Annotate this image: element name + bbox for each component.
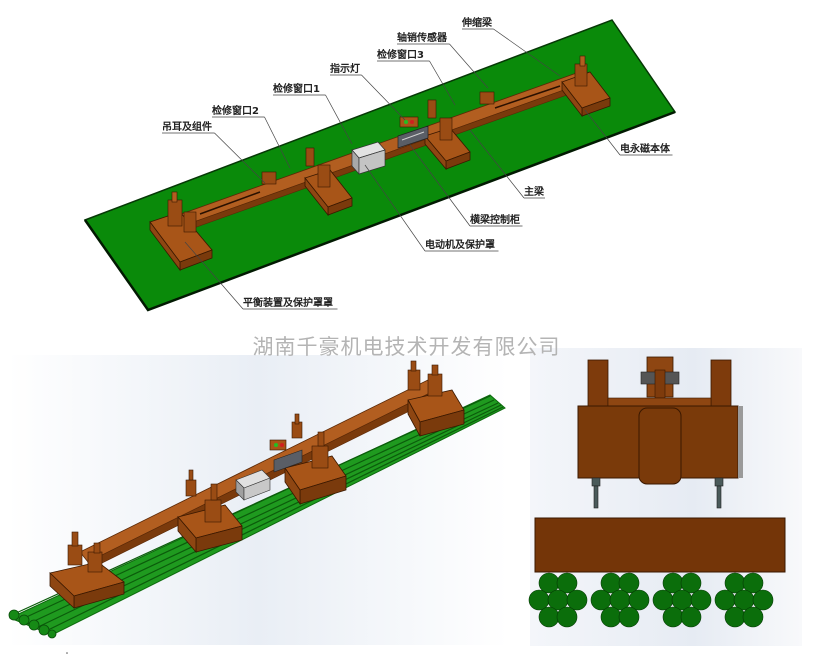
lifting-lug-left xyxy=(261,171,277,185)
iso-motor-box xyxy=(235,469,271,501)
round-bar-bundles xyxy=(528,572,774,628)
lifting-lug-right xyxy=(479,91,495,105)
magnet-body xyxy=(534,517,786,573)
indicator-light-box xyxy=(399,116,419,128)
magnet-block-mid-left xyxy=(304,147,353,217)
label-main-beam: 主梁 xyxy=(524,185,545,198)
label-motor-cover: 电动机及保护罩 xyxy=(425,238,495,251)
isometric-view-on-bars xyxy=(8,355,508,654)
control-cabinet xyxy=(397,125,429,149)
iso-posts xyxy=(67,360,443,573)
label-cross-beam-cabinet: 横梁控制柜 xyxy=(470,213,520,226)
hanger-links xyxy=(591,477,724,509)
motor-cover-box xyxy=(351,141,386,175)
iso-control-cabinet xyxy=(273,449,303,473)
label-balance-device: 平衡装置及保护罩罩 xyxy=(243,296,333,309)
label-em-magnet-body: 电永磁本体 xyxy=(620,142,671,155)
iso-magnet-blocks xyxy=(49,389,465,609)
magnet-block-mid-right xyxy=(424,99,471,171)
label-indicator-light: 指示灯 xyxy=(330,62,360,75)
label-inspection-window-2: 检修窗口2 xyxy=(212,104,259,117)
label-lifting-lug: 吊耳及组件 xyxy=(162,120,212,133)
front-view-on-bars xyxy=(528,348,802,646)
magnet-block-left-end xyxy=(149,191,213,272)
label-telescopic-beam: 伸缩梁 xyxy=(461,16,493,29)
label-pin-sensor: 轴销传感器 xyxy=(397,31,448,44)
label-inspection-window-1: 检修窗口1 xyxy=(273,82,320,95)
magnet-block-right-end xyxy=(561,55,611,118)
label-inspection-window-3: 检修窗口3 xyxy=(377,48,424,61)
iso-indicator-light xyxy=(269,439,287,451)
company-watermark: 湖南千豪机电技术开发有限公司 xyxy=(252,335,561,359)
